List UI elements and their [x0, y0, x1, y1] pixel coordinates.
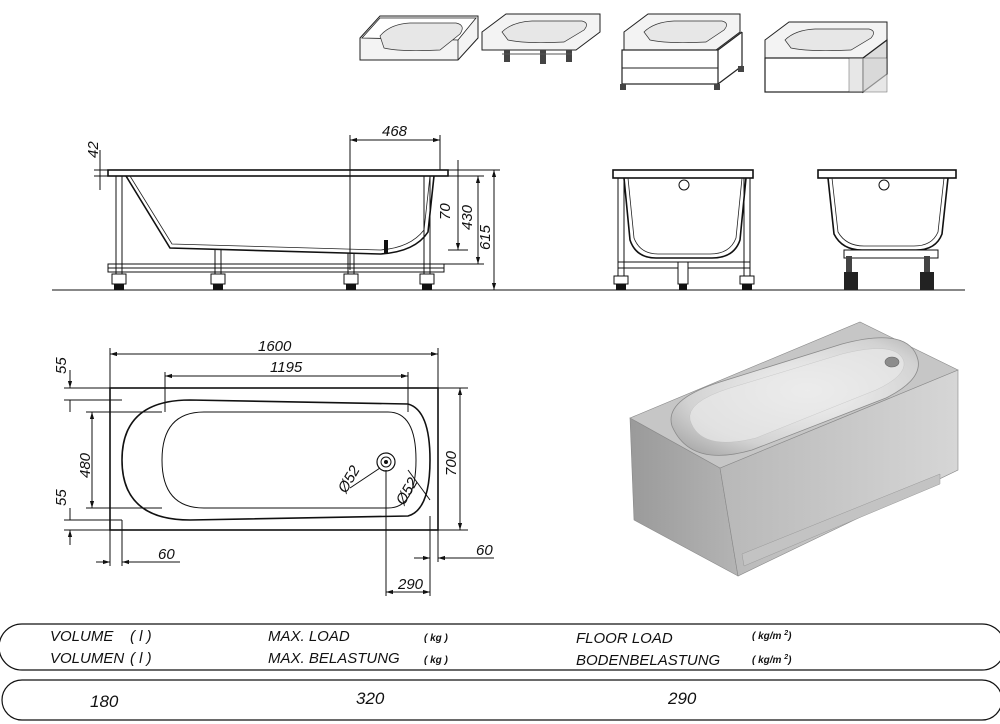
dim-1195: 1195 [270, 359, 303, 376]
outer-outline [109, 387, 439, 531]
dim-290: 290 [397, 576, 424, 593]
dim-diameter-52-b: Ø52 [392, 474, 422, 508]
dim-55-bottom: 55 [53, 489, 70, 506]
volume-label-de: VOLUMEN [50, 650, 124, 667]
spec-table: VOLUME VOLUMEN ( l ) ( l ) MAX. LOAD MAX… [0, 623, 1000, 721]
floor-unit-1: ( kg/m 2) [752, 630, 792, 642]
load-label-de: MAX. BELASTUNG [268, 650, 400, 667]
volume-value: 180 [90, 692, 119, 711]
bathtub-legs-icon [481, 13, 601, 64]
dim-60-right: 60 [476, 542, 493, 559]
side-view: 468 42 70 430 615 [52, 123, 965, 291]
load-unit-1: ( kg ) [424, 633, 449, 644]
bowl-outer [121, 399, 431, 521]
load-unit-2: ( kg ) [424, 655, 449, 666]
floor-unit-2: ( kg/m 2) [752, 654, 792, 666]
dim-1600: 1600 [258, 338, 292, 355]
floor-load-value: 290 [667, 689, 697, 708]
volume-unit-1: ( l ) [130, 628, 152, 645]
bathtub-plain-icon [359, 15, 479, 61]
load-label-en: MAX. LOAD [268, 628, 350, 645]
dim-60-left: 60 [158, 546, 175, 563]
end-view-legs [817, 169, 957, 290]
rim [107, 169, 449, 177]
bathtub-panel-icon [764, 21, 888, 94]
bathtub-frame-icon [620, 13, 744, 90]
bowl-bottom [161, 411, 417, 509]
end-view-frame [612, 169, 755, 290]
dim-700: 700 [443, 450, 460, 476]
spec-value-box [1, 679, 1000, 721]
top-view: 1600 1195 55 480 55 700 Ø52 Ø52 [53, 338, 494, 596]
floor-load-label-de: BODENBELASTUNG [576, 652, 721, 669]
dim-diameter-52-a: Ø52 [334, 462, 364, 496]
dim-480: 480 [77, 452, 94, 478]
dim-615: 615 [477, 224, 494, 250]
dim-55-top: 55 [53, 357, 70, 374]
dim-42: 42 [85, 141, 102, 158]
dim-70: 70 [437, 203, 454, 220]
max-load-value: 320 [356, 689, 385, 708]
floor-load-label-en: FLOOR LOAD [576, 630, 673, 647]
overflow-icon [884, 356, 900, 368]
frame-legs [107, 176, 445, 290]
bathtub-3d-render [629, 321, 959, 577]
dim-430: 430 [459, 204, 476, 230]
volume-label-en: VOLUME [50, 628, 114, 645]
shell-outer [125, 175, 435, 255]
volume-unit-2: ( l ) [130, 650, 152, 667]
dim-468: 468 [382, 123, 408, 140]
